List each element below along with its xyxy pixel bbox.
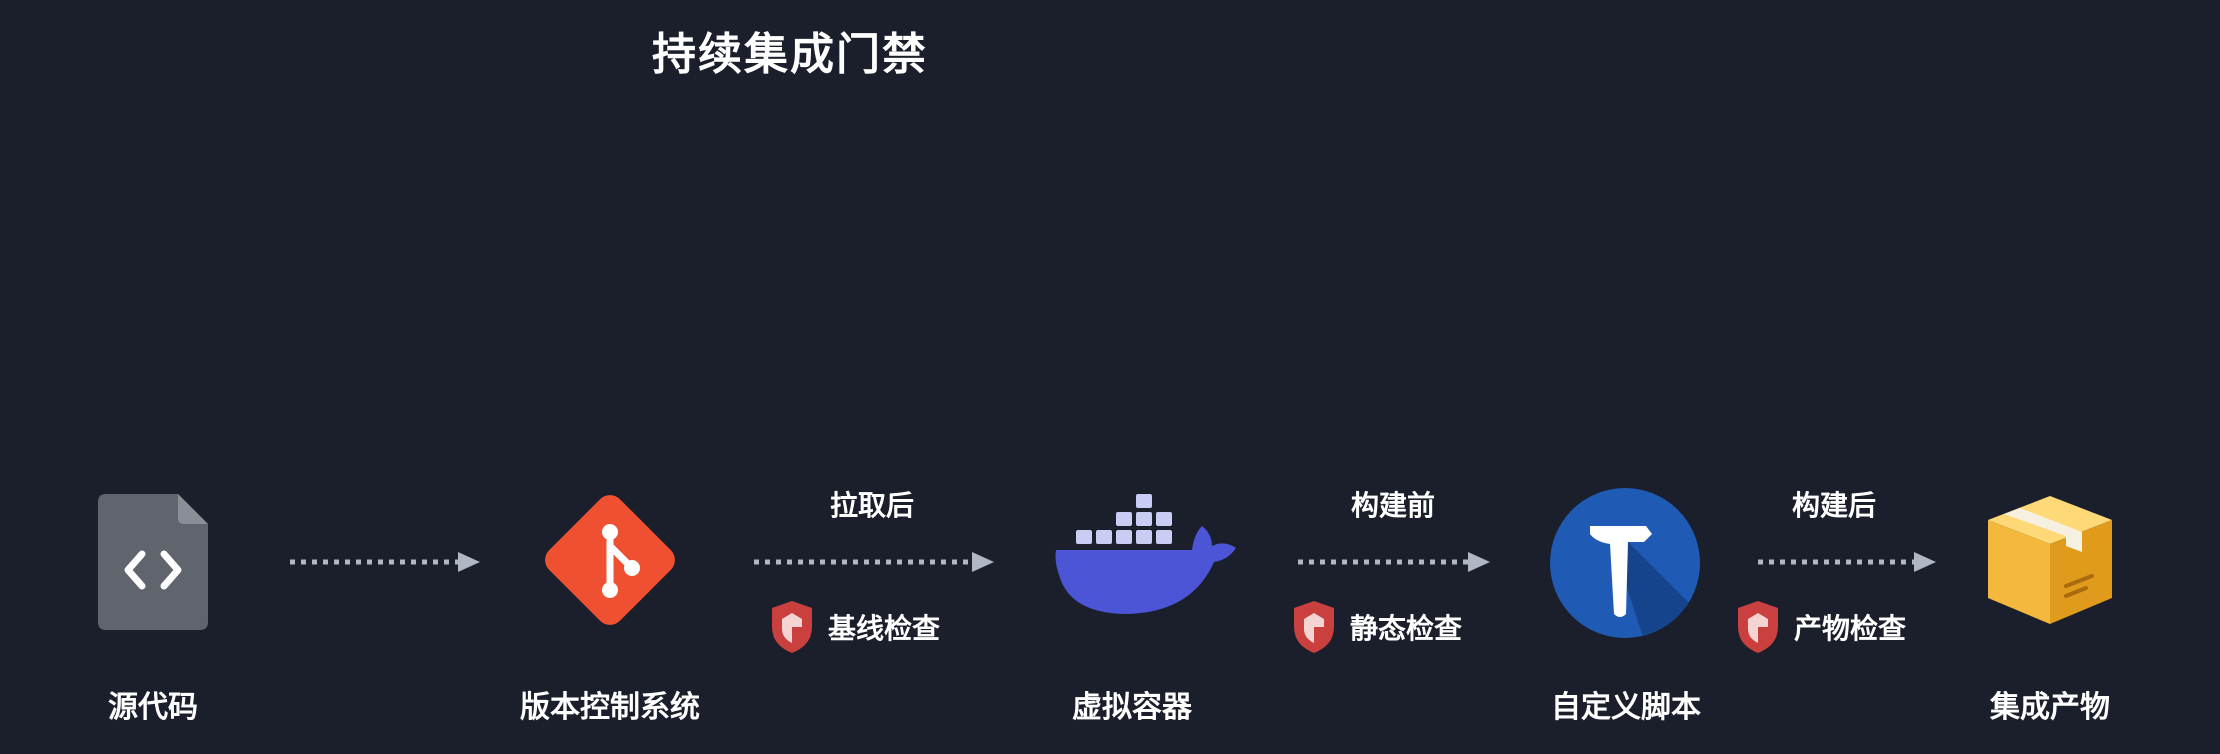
flow-arrow-4	[1758, 552, 1936, 572]
flow-arrow-1	[290, 552, 480, 572]
version-control-node	[540, 490, 680, 630]
check-label-baseline: 基线检查	[828, 612, 941, 645]
stage-label-after-pull: 拉取后	[829, 489, 914, 522]
node-label-virtual-container: 虚拟容器	[1072, 690, 1192, 725]
stage-label-before-build: 构建前	[1350, 489, 1435, 522]
shield-icon	[772, 601, 812, 653]
docker-whale-icon	[1055, 494, 1236, 614]
artifact-check: 产物检查	[1736, 598, 1906, 656]
source-code-file-icon	[98, 494, 208, 630]
static-check: 静态检查	[1292, 598, 1462, 656]
virtual-container-node	[1052, 490, 1238, 622]
page-title: 持续集成门禁	[652, 29, 928, 80]
source-code-node	[98, 494, 208, 630]
node-label-custom-script: 自定义脚本	[1551, 690, 1701, 725]
integration-artifact-node	[1982, 490, 2118, 630]
package-box-icon	[1988, 496, 2112, 624]
hammer-icon	[1550, 488, 1700, 638]
custom-script-node	[1548, 486, 1702, 640]
git-icon	[545, 495, 675, 625]
shield-icon	[1738, 601, 1778, 653]
node-label-integration-artifact: 集成产物	[1990, 690, 2110, 725]
shield-icon	[1294, 601, 1334, 653]
node-label-source-code: 源代码	[108, 690, 198, 725]
flow-arrow-2	[754, 552, 994, 572]
baseline-check: 基线检查	[770, 598, 940, 656]
stage-label-after-build: 构建后	[1791, 489, 1876, 522]
check-label-static: 静态检查	[1350, 612, 1463, 645]
check-label-artifact: 产物检查	[1794, 612, 1907, 645]
flow-arrow-3	[1298, 552, 1490, 572]
node-label-version-control: 版本控制系统	[520, 690, 700, 725]
